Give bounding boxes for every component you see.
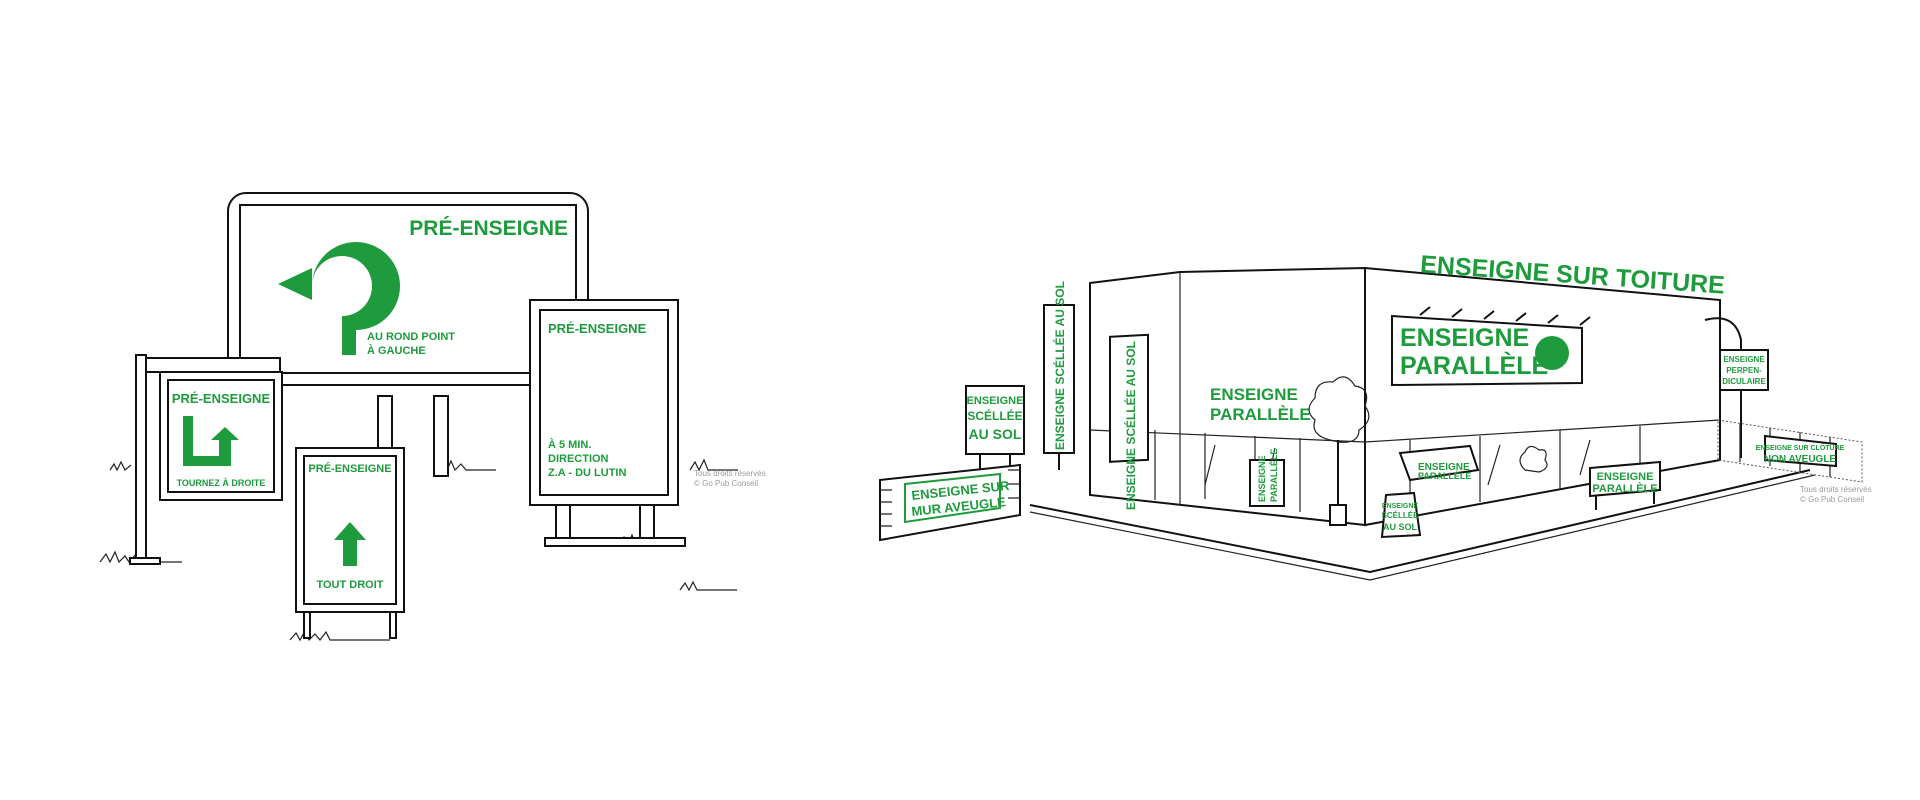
center-panel-caption: TOUT DROIT <box>316 579 383 591</box>
parallel-big-sign: ENSEIGNE PARALLÈLE <box>1391 306 1591 387</box>
awning-sign: ENSEIGNE PARALLÈLE <box>1398 444 1480 482</box>
right-copyright-line-1: Tous droits réservés <box>1800 485 1872 494</box>
parallel-big-line-1: ENSEIGNE <box>1400 324 1529 352</box>
panel-sign-line-2: PARALLÈLE <box>1592 482 1657 495</box>
spotlights <box>1419 306 1591 326</box>
right-panel-pre-sign: PRÉ-ENSEIGNE À 5 MIN. DIRECTION Z.A - DU… <box>529 299 686 547</box>
panel-sign: ENSEIGNE PARALLÈLE <box>1589 460 1661 510</box>
left-scene-pre-signs: PRÉ-ENSEIGNE AU ROND POINT À GAUCHE PRÉ-… <box>90 180 780 650</box>
right-panel-line-3: Z.A - DU LUTIN <box>548 467 626 479</box>
awning-sign-line-2: PARALLÈLE <box>1418 471 1471 481</box>
ground-sign-line-2: SCÉLLÉE <box>967 408 1022 423</box>
fence-sign-line-1: ENSEIGNE SUR CLÔTURE <box>1756 443 1845 452</box>
shrub-icon <box>1519 445 1548 473</box>
right-scene-shop: ENSEIGNE SUR TOITURE ENSEIGNE PARALLÈLE … <box>879 250 1872 581</box>
mid-totem-text: ENSEIGNE SCÉLLÉE AU SOL <box>1123 341 1138 510</box>
left-panel-caption: TOURNEZ À DROITE <box>177 478 266 488</box>
tree-icon <box>1308 376 1370 526</box>
right-copyright-line-2: © Go Pub Conseil <box>1800 495 1864 504</box>
easel-sign: ENSEIGNE SCÉLLÉE AU SOL <box>1380 491 1422 539</box>
easel-line-1: ENSEIGNE <box>1382 503 1419 510</box>
parallel-wall-line-1: ENSEIGNE <box>1210 385 1298 404</box>
left-copyright-line-1: Tous droits réservés <box>694 469 766 478</box>
right-panel-line-2: DIRECTION <box>548 453 609 465</box>
fence-sign <box>1764 434 1837 468</box>
mid-totem-sign: ENSEIGNE SCÉLLÉE AU SOL <box>1109 333 1149 510</box>
billboard-direction-line-2: À GAUCHE <box>367 344 426 357</box>
perpendicular-line-1: ENSEIGNE <box>1723 355 1765 364</box>
left-copyright-line-2: © Go Pub Conseil <box>694 479 758 488</box>
blind-wall-sign: ENSEIGNE SUR MUR AVEUGLE <box>879 463 1021 542</box>
straight-ahead-arrow-icon <box>334 522 366 566</box>
center-panel-title: PRÉ-ENSEIGNE <box>308 462 391 475</box>
billboard-title: PRÉ-ENSEIGNE <box>409 217 568 240</box>
turn-right-arrow-icon <box>183 416 239 466</box>
parallel-wall-line-2: PARALLÈLE <box>1210 405 1311 424</box>
billboard-direction-line-1: AU ROND POINT <box>367 331 455 343</box>
right-panel-title: PRÉ-ENSEIGNE <box>548 321 647 336</box>
u-turn-left-arrow-icon <box>278 242 400 355</box>
window-sign: ENSEIGNE PARALLÈLE <box>1249 449 1285 507</box>
easel-line-3: AU SOL <box>1383 522 1418 532</box>
right-panel-line-1: À 5 MIN. <box>548 438 591 451</box>
ground-sign-line-3: AU SOL <box>969 426 1022 442</box>
panel-sign-line-1: ENSEIGNE <box>1597 471 1654 483</box>
ground-sign: ENSEIGNE SCÉLLÉE AU SOL <box>965 385 1025 470</box>
fence: ENSEIGNE SUR CLÔTURE NON AVEUGLE <box>1717 419 1863 483</box>
easel-line-2: SCÉLLÉE <box>1382 511 1420 520</box>
logo-dot-icon <box>1535 336 1569 370</box>
parallel-big-line-2: PARALLÈLE <box>1400 351 1548 380</box>
window-sign-line-1: ENSEIGNE <box>1257 455 1267 502</box>
awning-sign-line-1: ENSEIGNE <box>1418 462 1470 473</box>
center-panel-pre-sign: PRÉ-ENSEIGNE TOUT DROIT <box>295 447 405 639</box>
tall-totem-sign: ENSEIGNE SCÉLLÉE AU SOL <box>1043 281 1075 470</box>
billboard-pre-sign: PRÉ-ENSEIGNE AU ROND POINT À GAUCHE <box>227 192 589 477</box>
left-panel-title: PRÉ-ENSEIGNE <box>172 391 271 406</box>
perpendicular-line-3: DICULAIRE <box>1722 377 1766 386</box>
window-sign-line-2: PARALLÈLE <box>1269 449 1279 502</box>
perpendicular-sign: ENSEIGNE PERPEN- DICULAIRE <box>1704 317 1769 458</box>
ground-sign-line-1: ENSEIGNE <box>967 395 1024 407</box>
fence-sign-line-2: NON AVEUGLE <box>1764 454 1837 465</box>
left-panel-pre-sign: PRÉ-ENSEIGNE TOURNEZ À DROITE <box>129 354 283 565</box>
ground-line-2 <box>1029 474 1816 581</box>
tall-totem-text: ENSEIGNE SCÉLLÉE AU SOL <box>1052 281 1067 450</box>
ground-line <box>1029 469 1811 574</box>
perpendicular-line-2: PERPEN- <box>1726 366 1762 375</box>
